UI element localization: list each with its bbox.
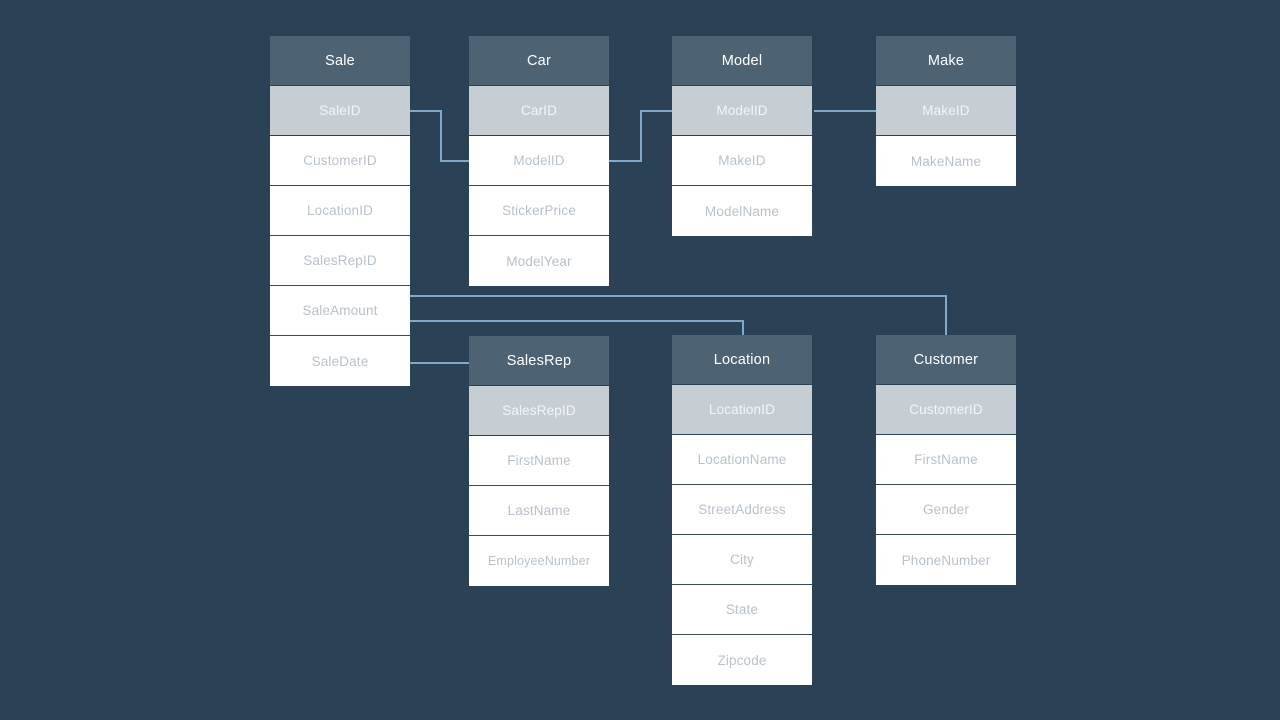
field-row-sale[interactable]: SalesRepID: [270, 236, 410, 286]
field-row-sale[interactable]: LocationID: [270, 186, 410, 236]
primary-key-row-customer[interactable]: CustomerID: [876, 385, 1016, 435]
relationship-car-model: [609, 110, 672, 162]
primary-key-row-model[interactable]: ModelID: [672, 86, 812, 136]
entity-title-salesrep: SalesRep: [469, 336, 609, 386]
entity-title-sale: Sale: [270, 36, 410, 86]
field-row-customer[interactable]: FirstName: [876, 435, 1016, 485]
field-row-salesrep[interactable]: EmployeeNumber: [469, 536, 609, 586]
primary-key-row-car[interactable]: CarID: [469, 86, 609, 136]
field-row-make[interactable]: MakeName: [876, 136, 1016, 186]
entity-title-make: Make: [876, 36, 1016, 86]
entity-title-car: Car: [469, 36, 609, 86]
field-row-sale[interactable]: SaleAmount: [270, 286, 410, 336]
field-row-car[interactable]: StickerPrice: [469, 186, 609, 236]
primary-key-row-salesrep[interactable]: SalesRepID: [469, 386, 609, 436]
field-row-location[interactable]: StreetAddress: [672, 485, 812, 535]
field-row-location[interactable]: LocationName: [672, 435, 812, 485]
field-row-car[interactable]: ModelYear: [469, 236, 609, 286]
relationship-sale-location: [410, 320, 744, 335]
field-row-salesrep[interactable]: FirstName: [469, 436, 609, 486]
field-row-location[interactable]: State: [672, 585, 812, 635]
field-row-sale[interactable]: SaleDate: [270, 336, 410, 386]
field-row-car[interactable]: ModelID: [469, 136, 609, 186]
entity-title-customer: Customer: [876, 335, 1016, 385]
field-row-customer[interactable]: Gender: [876, 485, 1016, 535]
field-row-location[interactable]: Zipcode: [672, 635, 812, 685]
field-row-salesrep[interactable]: LastName: [469, 486, 609, 536]
primary-key-row-make[interactable]: MakeID: [876, 86, 1016, 136]
field-row-model[interactable]: ModelName: [672, 186, 812, 236]
relationship-sale-car: [410, 110, 469, 162]
relationship-sale-customer: [410, 295, 947, 335]
field-row-sale[interactable]: CustomerID: [270, 136, 410, 186]
field-row-model[interactable]: MakeID: [672, 136, 812, 186]
primary-key-row-location[interactable]: LocationID: [672, 385, 812, 435]
entity-title-location: Location: [672, 335, 812, 385]
field-row-location[interactable]: City: [672, 535, 812, 585]
field-row-customer[interactable]: PhoneNumber: [876, 535, 1016, 585]
entity-title-model: Model: [672, 36, 812, 86]
primary-key-row-sale[interactable]: SaleID: [270, 86, 410, 136]
